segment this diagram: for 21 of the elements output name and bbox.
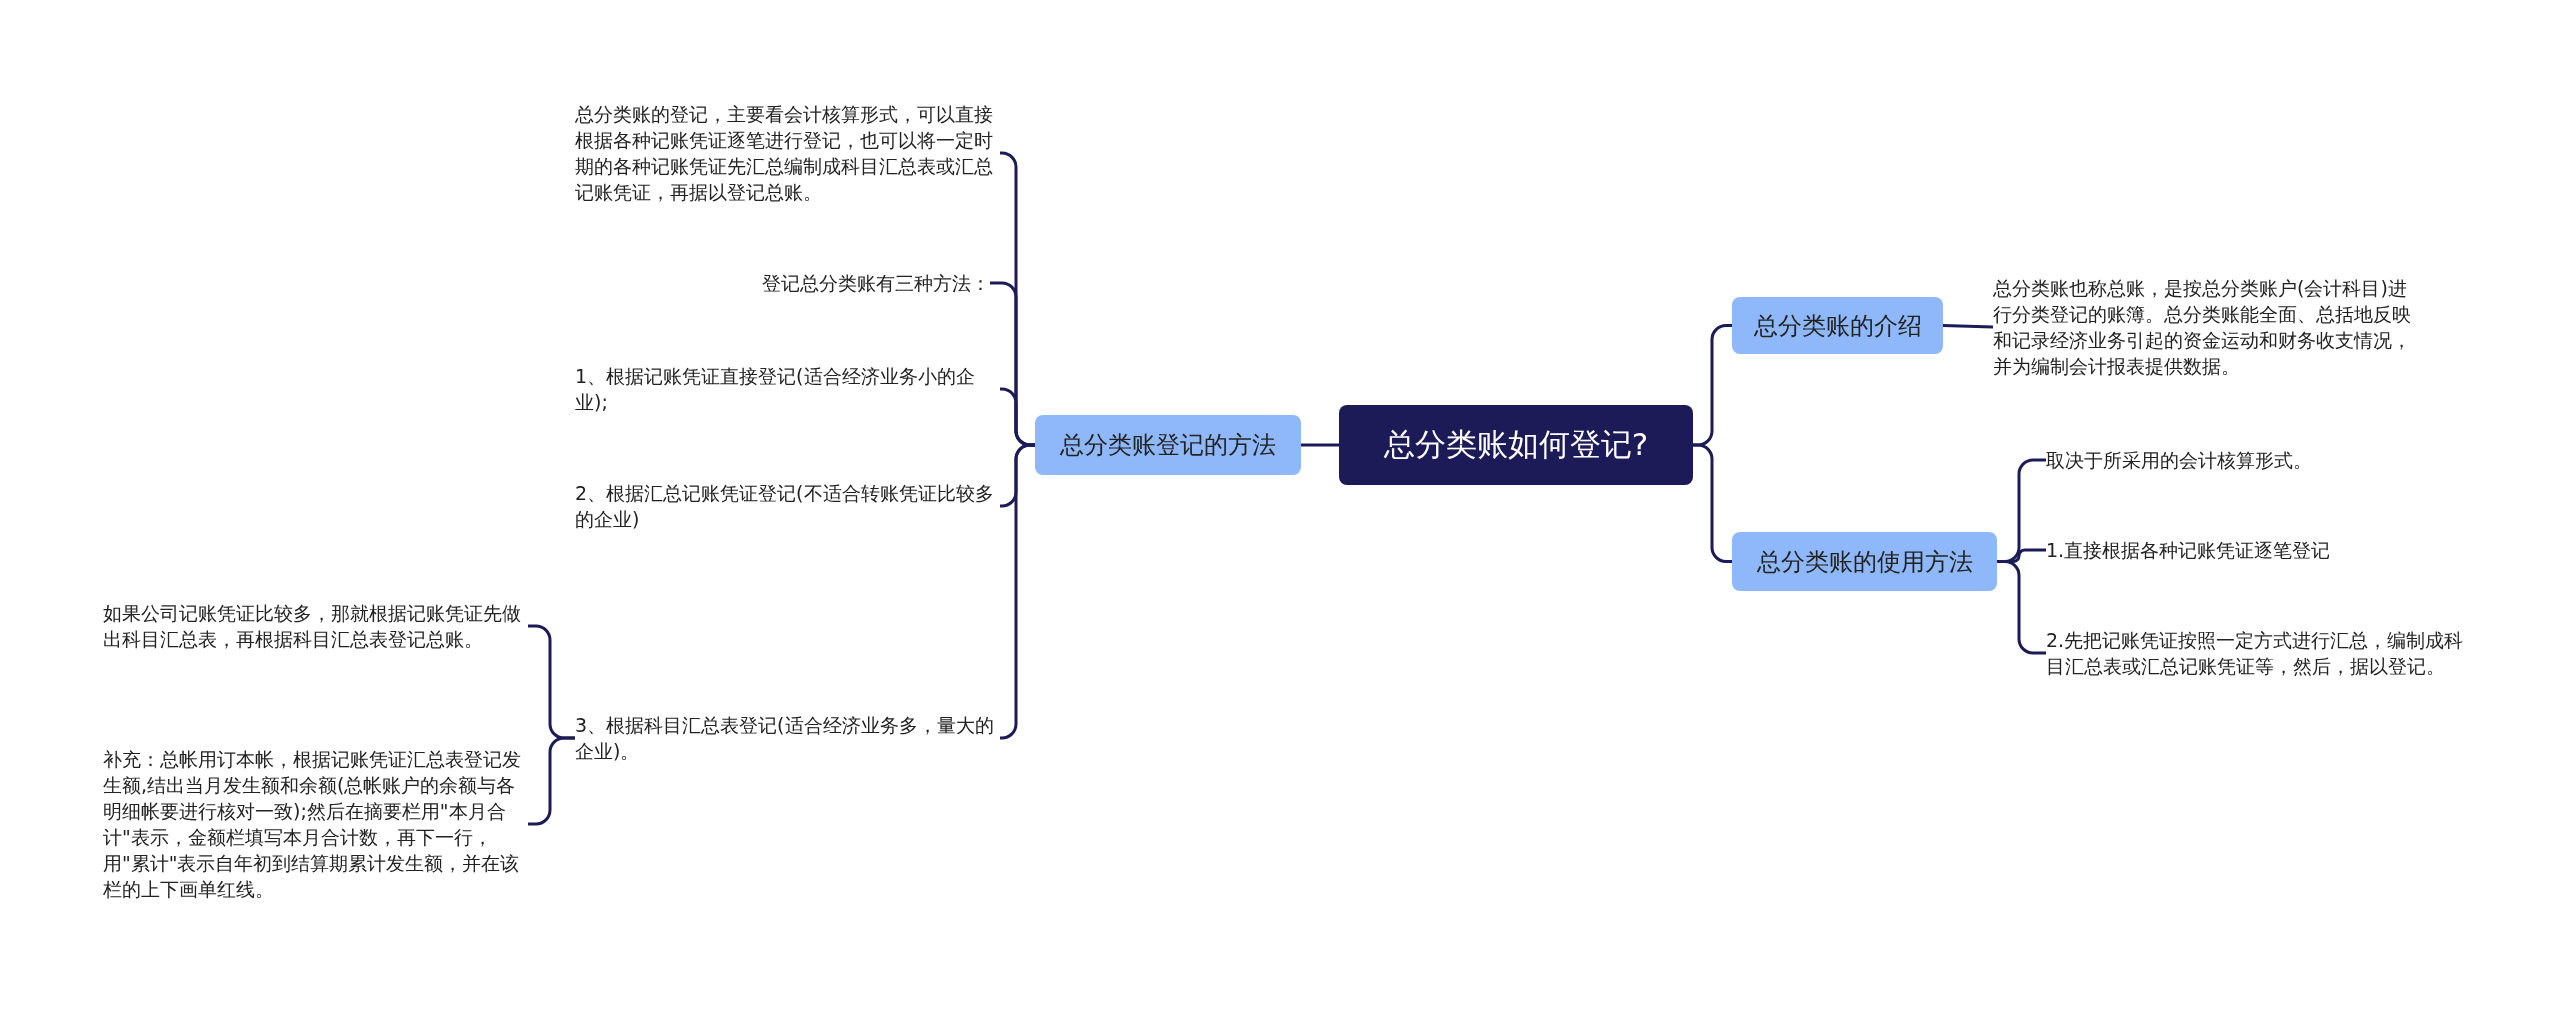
branch-topic-box	[1732, 297, 1943, 354]
topic-text: 登记总分类账有三种方法：	[762, 270, 990, 296]
connector-line	[1301, 443, 1339, 447]
topic-text: 取决于所采用的会计核算形式。	[2046, 447, 2312, 473]
topic-label: 总分类账如何登记?	[1383, 425, 1649, 464]
topic-label: 总分类账的介绍	[1753, 310, 1922, 342]
topic-text: 总分类账也称总账，是按总分类账户(会计科目)进行分类登记的账簿。总分类账能全面、总括地反映和记录经济业务引起的资金运动和财务收支情况，并为编制会计报表提供数据。	[1993, 275, 2418, 379]
central-topic-box	[1339, 405, 1693, 485]
branch-topic-box	[1732, 532, 1997, 591]
branch-topic-box	[1035, 415, 1301, 475]
topic-text: 总分类账的登记，主要看会计核算形式，可以直接根据各种记账凭证逐笔进行登记，也可以将一定时期的各种记账凭证先汇总编制成科目汇总表或汇总记账凭证，再据以登记总账。	[575, 101, 1000, 205]
topic-text: 2.先把记账凭证按照一定方式进行汇总，编制成科目汇总表或汇总记账凭证等，然后，据以登记。	[2046, 627, 2471, 679]
topic-label: 总分类账登记的方法	[1060, 430, 1276, 461]
topic-text: 1.直接根据各种记账凭证逐笔登记	[2046, 537, 2331, 563]
connector-line	[1942, 324, 1994, 329]
topic-text: 如果公司记账凭证比较多，那就根据记账凭证先做出科目汇总表，再根据科目汇总表登记总账。	[103, 600, 528, 652]
topic-text: 补充：总帐用订本帐，根据记账凭证汇总表登记发生额,结出当月发生额和余额(总帐账户的余额与各明细帐要进行核对一致);然后在摘要栏用"本月合计"表示，金额栏填写本月合计数，再下一行，用"累计"表示自年初到结算期累计发生额，并在该栏的上下画单红线。	[103, 746, 528, 902]
topic-text: 1、根据记账凭证直接登记(适合经济业务小的企业);	[575, 363, 1000, 415]
topic-text: 3、根据科目汇总表登记(适合经济业务多，量大的企业)。	[575, 712, 1000, 764]
topic-label: 总分类账的使用方法	[1756, 546, 1973, 578]
topic-text: 2、根据汇总记账凭证登记(不适合转账凭证比较多的企业)	[575, 480, 1000, 532]
